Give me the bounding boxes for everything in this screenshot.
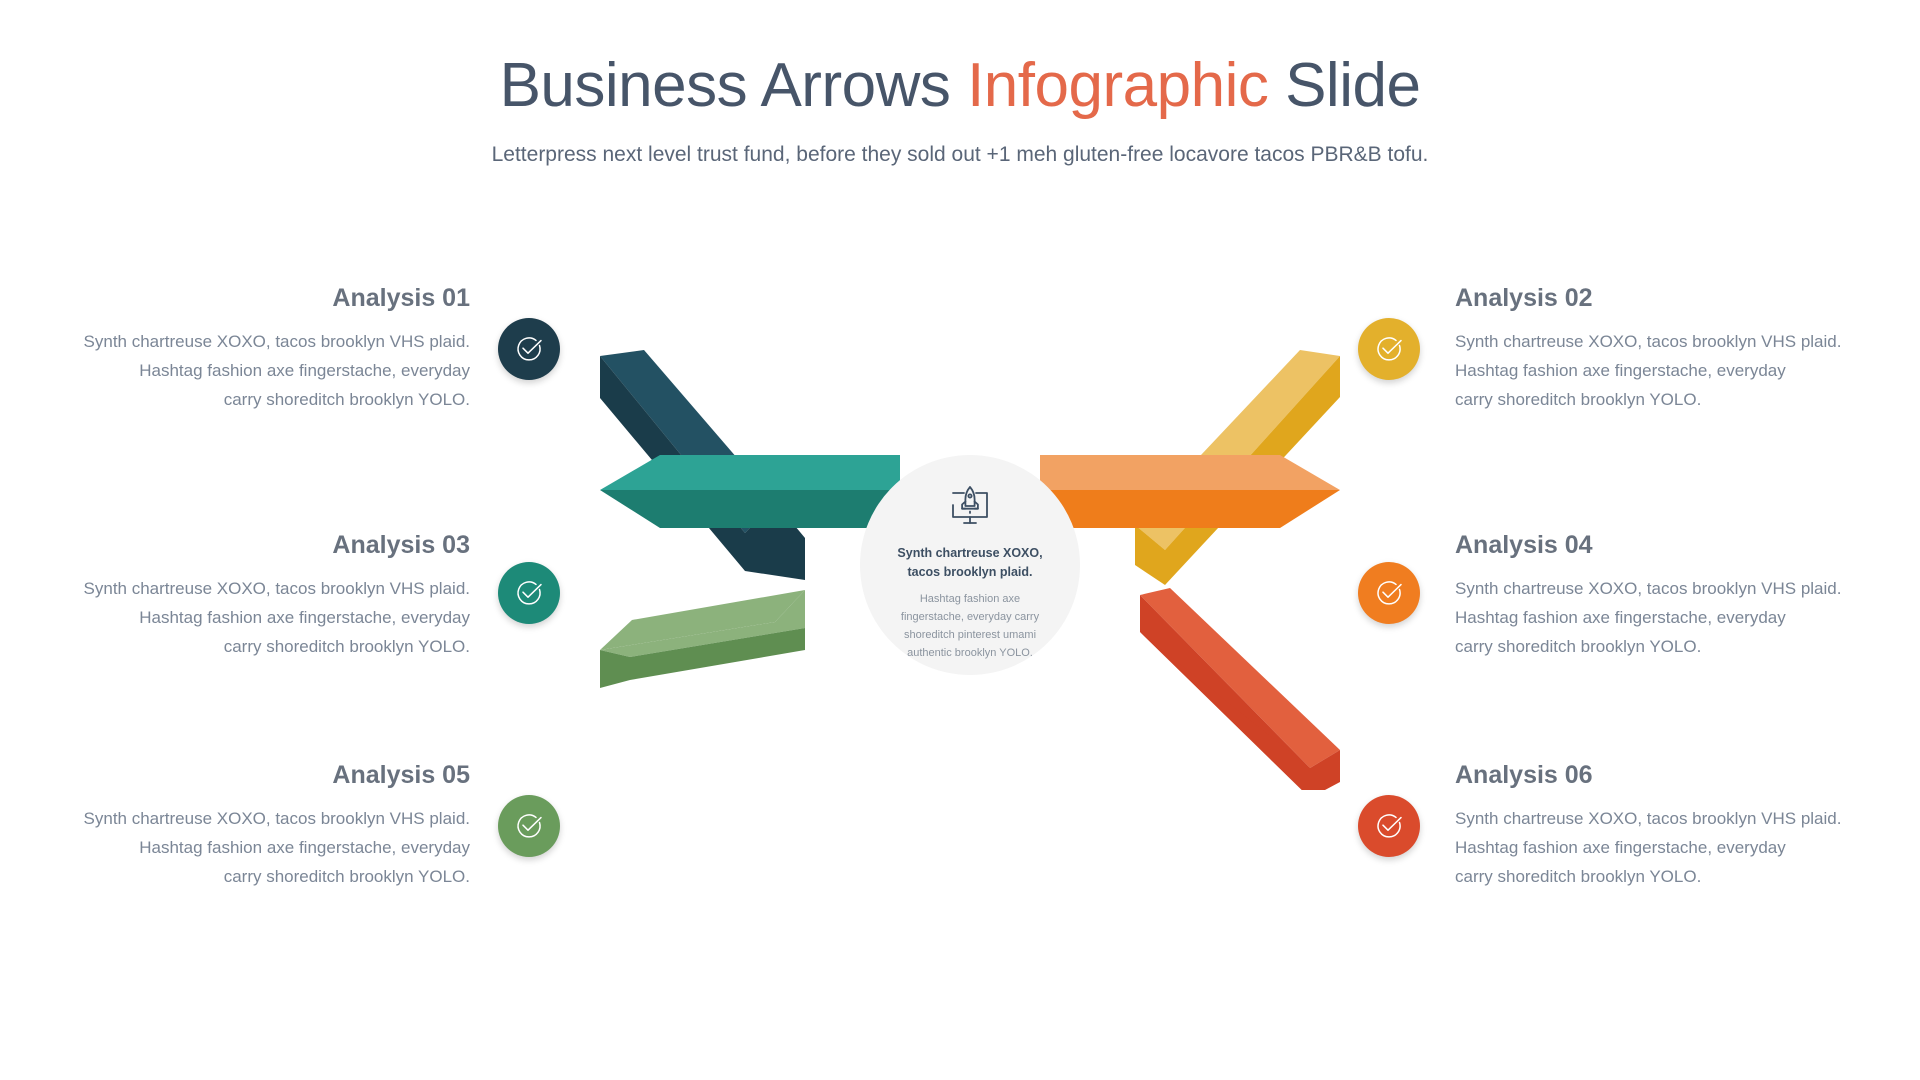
panel-line-2: Hashtag fashion axe fingerstache, everyd… [139, 607, 470, 627]
panel-analysis-03: Analysis 03 Synth chartreuse XOXO, tacos… [65, 531, 470, 661]
check-circle-icon [517, 581, 542, 605]
hub-body: Hashtag fashion axe fingerstache, everyd… [900, 592, 1040, 659]
panel-line-3: carry shoreditch brooklyn YOLO. [223, 866, 470, 886]
arrow-right [1040, 455, 1340, 528]
panel-line-2: Hashtag fashion axe fingerstache, everyd… [1455, 837, 1786, 857]
hub-title: Synth chartreuse XOXO, tacos brooklyn pl… [897, 546, 1043, 579]
panel-analysis-02: Analysis 02 Synth chartreuse XOXO, tacos… [1455, 284, 1855, 414]
panel-title: Analysis 02 [1455, 284, 1593, 312]
panel-line-2: Hashtag fashion axe fingerstache, everyd… [139, 837, 470, 857]
panel-line-2: Hashtag fashion axe fingerstache, everyd… [1455, 607, 1786, 627]
arrow-left [600, 455, 900, 528]
check-circle-icon [1377, 581, 1402, 605]
arrow-graphic [600, 350, 1340, 798]
badge-analysis-01[interactable] [498, 318, 560, 380]
panel-line-1: Synth chartreuse XOXO, tacos brooklyn VH… [1455, 331, 1842, 351]
panel-title: Analysis 04 [1455, 531, 1593, 559]
panel-analysis-05: Analysis 05 Synth chartreuse XOXO, tacos… [65, 761, 470, 891]
panel-line-1: Synth chartreuse XOXO, tacos brooklyn VH… [83, 808, 470, 828]
panel-line-2: Hashtag fashion axe fingerstache, everyd… [1455, 360, 1786, 380]
panel-analysis-06: Analysis 06 Synth chartreuse XOXO, tacos… [1455, 761, 1855, 891]
slide-header: Business Arrows Infographic Slide Letter… [0, 51, 1920, 170]
panel-line-3: carry shoreditch brooklyn YOLO. [1455, 636, 1702, 656]
panel-line-1: Synth chartreuse XOXO, tacos brooklyn VH… [1455, 808, 1842, 828]
check-circle-icon [1377, 814, 1402, 838]
panel-line-2: Hashtag fashion axe fingerstache, everyd… [139, 360, 470, 380]
badge-analysis-03[interactable] [498, 562, 560, 624]
panel-title: Analysis 06 [1455, 761, 1593, 789]
panel-line-3: carry shoreditch brooklyn YOLO. [1455, 866, 1702, 886]
title-part-1: Business Arrows [499, 51, 968, 120]
panel-line-3: carry shoreditch brooklyn YOLO. [223, 636, 470, 656]
panel-line-1: Synth chartreuse XOXO, tacos brooklyn VH… [1455, 578, 1842, 598]
panel-line-3: carry shoreditch brooklyn YOLO. [223, 389, 470, 409]
panel-line-1: Synth chartreuse XOXO, tacos brooklyn VH… [83, 578, 470, 598]
panel-title: Analysis 05 [332, 761, 470, 789]
center-hub: Synth chartreuse XOXO, tacos brooklyn pl… [860, 455, 1080, 675]
check-circle-icon [517, 337, 542, 361]
check-circle-icon [1377, 337, 1402, 361]
page-title: Business Arrows Infographic Slide [0, 51, 1920, 120]
title-accent: Infographic [967, 51, 1269, 120]
panel-analysis-01: Analysis 01 Synth chartreuse XOXO, tacos… [65, 284, 470, 414]
check-circle-icon [517, 814, 542, 838]
page-subtitle: Letterpress next level trust fund, befor… [491, 143, 1429, 167]
arrow-lower-right [1140, 588, 1340, 798]
panel-title: Analysis 01 [332, 284, 470, 312]
panel-line-1: Synth chartreuse XOXO, tacos brooklyn VH… [83, 331, 470, 351]
title-part-3: Slide [1268, 51, 1421, 120]
arrow-lower-left [600, 590, 805, 688]
panel-title: Analysis 03 [332, 531, 470, 559]
badge-analysis-02[interactable] [1358, 318, 1420, 380]
rocket-monitor-icon [944, 485, 996, 536]
badge-analysis-05[interactable] [498, 795, 560, 857]
badge-analysis-06[interactable] [1358, 795, 1420, 857]
panel-line-3: carry shoreditch brooklyn YOLO. [1455, 389, 1702, 409]
badge-analysis-04[interactable] [1358, 562, 1420, 624]
panel-analysis-04: Analysis 04 Synth chartreuse XOXO, tacos… [1455, 531, 1855, 661]
